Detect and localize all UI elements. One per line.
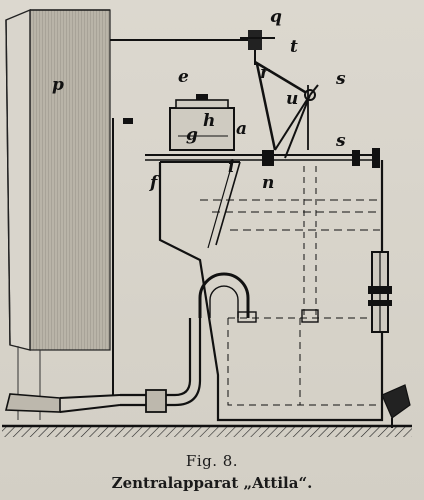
label-g: g xyxy=(186,125,198,145)
wall-p xyxy=(5,8,111,420)
siphon-pipe xyxy=(198,272,250,318)
label-i: i xyxy=(228,157,234,177)
label-u: u xyxy=(286,89,298,109)
label-f: f xyxy=(149,173,160,193)
gauge-glass xyxy=(368,251,392,333)
main-tank xyxy=(158,160,384,422)
label-s-upper: s xyxy=(335,69,346,89)
label-h: h xyxy=(203,111,215,131)
label-a: a xyxy=(236,119,247,139)
shaft-s xyxy=(145,148,380,168)
outlet-valve xyxy=(381,384,411,428)
label-e: e xyxy=(178,67,189,87)
floor xyxy=(2,424,412,437)
label-q: q xyxy=(270,7,282,27)
figure-number: Fig. 8. xyxy=(185,452,239,470)
top-bar-q xyxy=(110,30,275,65)
figure-title: Zentralapparat „Attila“. xyxy=(111,474,313,492)
apparatus-figure: p q t r s u e h g a i f n s xyxy=(2,7,412,437)
supply-pipe xyxy=(4,318,202,413)
label-t: t xyxy=(290,37,298,57)
lever-mechanism xyxy=(254,60,319,159)
label-s-lower: s xyxy=(335,131,346,151)
rod-bracket xyxy=(123,118,133,124)
label-r: r xyxy=(260,63,270,83)
label-p: p xyxy=(52,75,64,95)
apparatus-drawing: p q t r s u e h g a i f n s xyxy=(2,7,412,437)
label-n: n xyxy=(262,173,274,193)
upper-vessel xyxy=(169,94,235,151)
